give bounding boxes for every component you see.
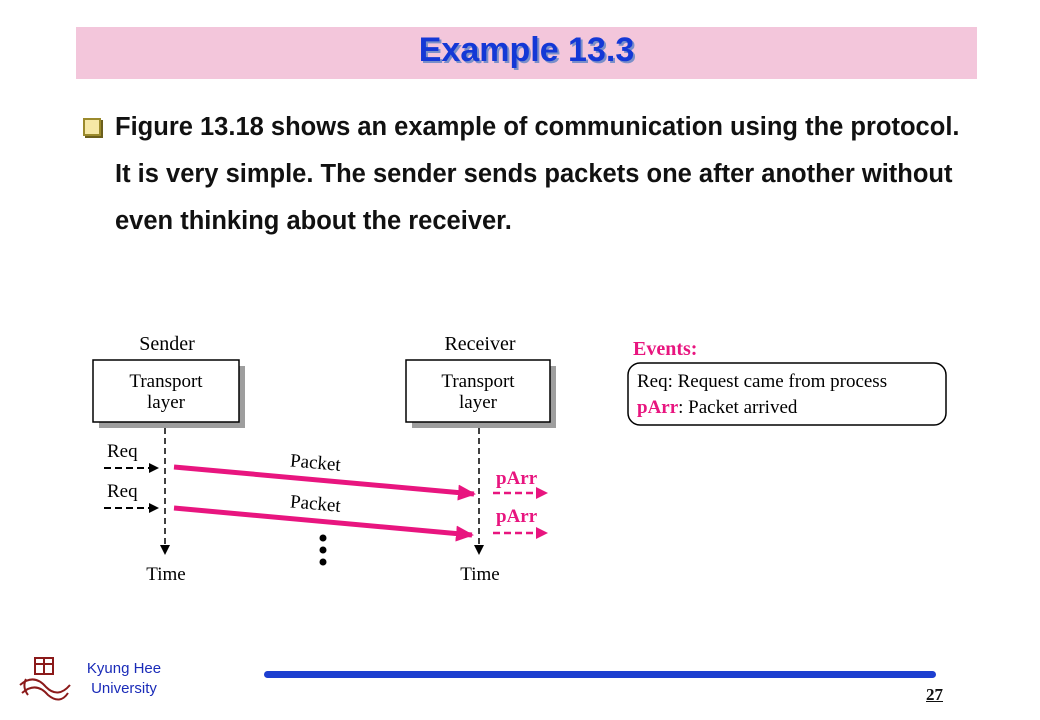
university-logo-icon <box>19 657 71 701</box>
events-title: Events: <box>633 338 697 360</box>
parr-label-1: pArr <box>496 468 538 489</box>
page-number: 27 <box>926 685 943 704</box>
receiver-box-line2: layer <box>459 392 498 413</box>
event-parr-key: pArr <box>637 397 679 418</box>
packet-label-2: Packet <box>289 491 342 516</box>
bullet-square-icon <box>83 118 101 136</box>
bullet-text: Figure 13.18 shows an example of communi… <box>115 113 960 235</box>
university-name: Kyung Hee University <box>74 659 174 699</box>
receiver-box-line1: Transport <box>441 371 515 392</box>
receiver-transport-box: Transport layer <box>405 359 556 428</box>
sender-box-line2: layer <box>147 392 186 413</box>
receiver-time-label: Time <box>460 564 499 585</box>
university-name-line1: Kyung Hee <box>86 660 162 677</box>
event-req-text: : Request came from process <box>668 371 887 392</box>
sender-box-line1: Transport <box>129 371 203 392</box>
parr-label-2: pArr <box>496 506 538 527</box>
slide-title: Example 13.3 <box>418 31 635 69</box>
sender-label: Sender <box>139 333 195 355</box>
university-name-line2: University <box>91 680 157 697</box>
req-label-2: Req <box>107 481 138 502</box>
events-box <box>627 362 947 426</box>
packet-arrow-2 <box>173 505 474 542</box>
event-parr-line: pArr: Packet arrived <box>637 397 798 418</box>
title-bar: Example 13.3 <box>76 27 977 79</box>
sender-transport-box: Transport layer <box>92 359 245 428</box>
packet-arrow-1 <box>173 464 476 501</box>
packet-label-1: Packet <box>289 450 342 475</box>
event-req-key: Req <box>637 371 668 392</box>
event-req-line: Req: Request came from process <box>637 371 887 392</box>
event-parr-text: : Packet arrived <box>678 397 798 418</box>
sender-time-label: Time <box>146 564 185 585</box>
continuation-dots <box>319 534 327 566</box>
req-label-1: Req <box>107 441 138 462</box>
footer-divider <box>264 671 936 678</box>
receiver-label: Receiver <box>444 333 515 355</box>
